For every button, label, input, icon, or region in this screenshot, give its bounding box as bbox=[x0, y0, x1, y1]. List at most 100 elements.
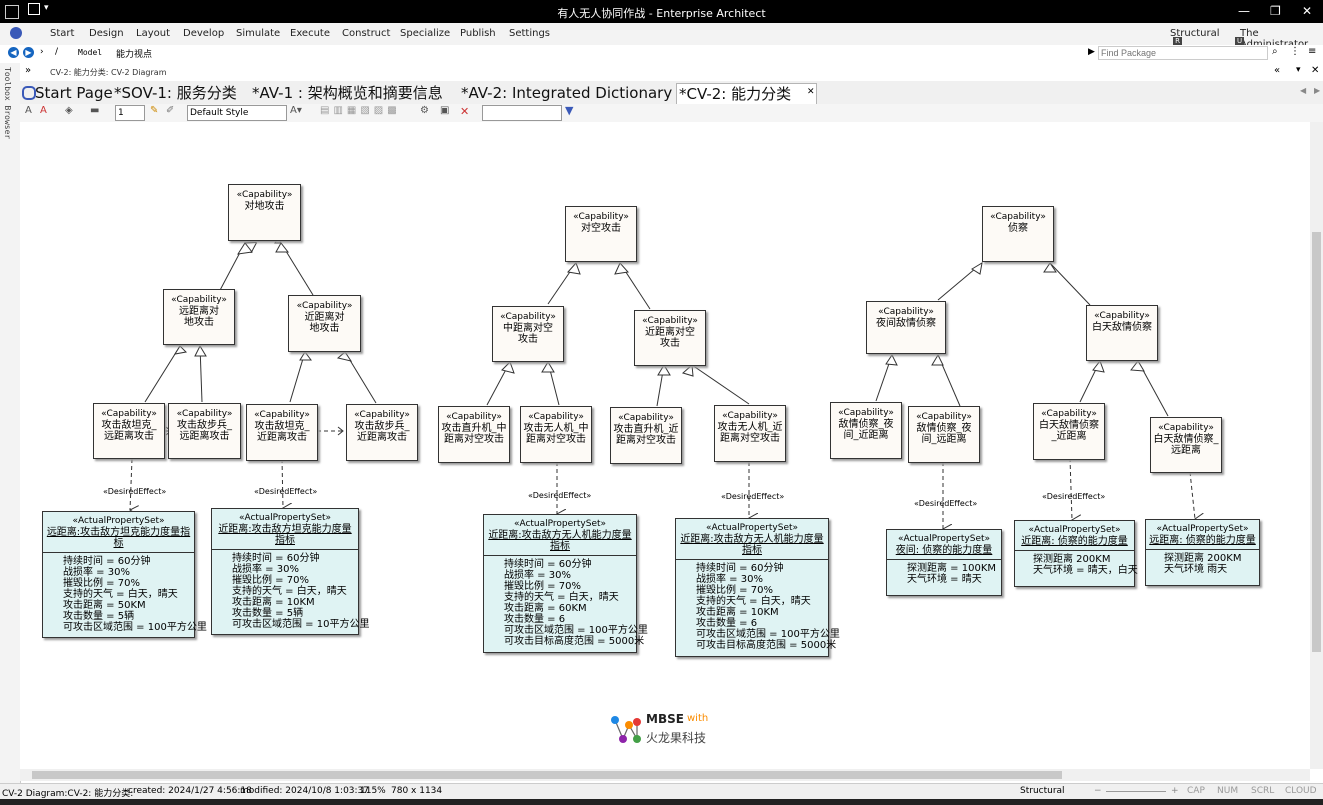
perspective-selector[interactable]: Structural bbox=[1170, 28, 1220, 39]
menu-settings[interactable]: Settings bbox=[509, 28, 551, 39]
eraser-icon[interactable]: ✐ bbox=[166, 105, 175, 116]
menu-develop[interactable]: Develop bbox=[183, 28, 225, 39]
capability-c1b1[interactable]: «Capability»攻击敌坦克_近距离攻击 bbox=[246, 404, 318, 461]
toolbox-label[interactable]: Toolbox Browser bbox=[3, 67, 12, 140]
tab-sov1[interactable]: *SOV-1: 服务分类 bbox=[114, 84, 237, 102]
capability-c2a2[interactable]: «Capability»攻击无人机_中距离对空攻击 bbox=[520, 406, 592, 463]
play-icon[interactable]: ▶ bbox=[1088, 47, 1095, 57]
property-list: 探测距离 200KM 天气环境 雨天 bbox=[1146, 550, 1259, 578]
diagram-canvas[interactable]: «Capability»对地攻击 «Capability»远距离对地攻击 «Ca… bbox=[20, 122, 1310, 769]
capability-c3b2[interactable]: «Capability»白天敌情侦察_远距离 bbox=[1150, 417, 1222, 473]
menu-publish[interactable]: Publish bbox=[460, 28, 496, 39]
capability-c1a2[interactable]: «Capability»攻击敌步兵_远距离攻击 bbox=[168, 403, 241, 459]
line-width-select[interactable]: 1 bbox=[115, 105, 145, 121]
menu-construct[interactable]: Construct bbox=[342, 28, 391, 39]
tab-cv2[interactable]: *CV-2: 能力分类 bbox=[676, 83, 818, 104]
fill-icon[interactable]: ◈ bbox=[65, 105, 73, 116]
horizontal-scrollbar[interactable] bbox=[20, 769, 1310, 781]
capability-c2a[interactable]: «Capability»中距离对空攻击 bbox=[492, 306, 564, 362]
back-icon[interactable]: ◀ bbox=[8, 47, 19, 58]
minimize-icon[interactable]: — bbox=[1238, 4, 1250, 18]
forward-icon[interactable]: ▶ bbox=[23, 47, 34, 58]
collapse-icon[interactable]: « bbox=[1274, 65, 1281, 76]
vertical-scrollbar[interactable] bbox=[1310, 122, 1323, 769]
close-icon[interactable]: ✕ bbox=[1302, 4, 1313, 18]
font-icon[interactable]: A bbox=[25, 105, 32, 116]
chevron-down-icon[interactable]: ▾ bbox=[44, 3, 49, 13]
capability-c3a2[interactable]: «Capability»敌情侦察_夜间_远距离 bbox=[908, 406, 980, 463]
capability-c2b1[interactable]: «Capability»攻击直升机_近距离对空攻击 bbox=[610, 407, 682, 464]
capability-c2b[interactable]: «Capability»近距离对空攻击 bbox=[634, 310, 706, 366]
menu-execute[interactable]: Execute bbox=[290, 28, 330, 39]
align-icons[interactable]: ▤▥▦▧▨▩ bbox=[320, 105, 401, 116]
menu-icon[interactable]: ≡ bbox=[1308, 46, 1317, 57]
search-icon[interactable]: ⌕ bbox=[1272, 46, 1278, 57]
funnel-icon[interactable]: ▼ bbox=[565, 104, 574, 117]
capability-c3b1[interactable]: «Capability»白天敌情侦察_近距离 bbox=[1033, 403, 1105, 460]
tab-av2[interactable]: *AV-2: Integrated Dictionary bbox=[461, 84, 673, 102]
tab-start-page[interactable]: Start Page bbox=[35, 84, 113, 102]
badge-u: U bbox=[1235, 37, 1244, 46]
capability-c1a[interactable]: «Capability»远距离对地攻击 bbox=[163, 289, 235, 345]
dropdown-icon[interactable]: ▾ bbox=[1296, 65, 1301, 75]
property-set-1[interactable]: «ActualPropertySet»近距离:攻击敌方坦克能力度量指标 持续时间… bbox=[211, 508, 369, 635]
property-set-4[interactable]: «ActualPropertySet»夜间: 侦察的能力度量 探测距离 = 10… bbox=[886, 529, 1002, 596]
menu-specialize[interactable]: Specialize bbox=[400, 28, 451, 39]
property-item: 攻击数量 = 6 bbox=[504, 614, 566, 625]
vertical-scroll-thumb[interactable] bbox=[1312, 232, 1321, 652]
line-color-icon[interactable]: ▬ bbox=[90, 105, 100, 116]
filter-input[interactable] bbox=[482, 105, 562, 121]
path-root[interactable]: / bbox=[55, 47, 59, 57]
path-view[interactable]: 能力视点 bbox=[116, 50, 153, 60]
zoom-slider[interactable] bbox=[1106, 791, 1166, 792]
layout-icon[interactable]: ⚙ bbox=[420, 105, 429, 116]
expand-icon[interactable]: » bbox=[25, 65, 32, 76]
path-model[interactable]: Model bbox=[78, 48, 103, 57]
capability-c1b[interactable]: «Capability»近距离对地攻击 bbox=[288, 295, 361, 352]
capability-c3[interactable]: «Capability»侦察 bbox=[982, 206, 1054, 262]
tab-scroll-left-icon[interactable]: ◀ bbox=[1300, 86, 1307, 95]
property-set-3[interactable]: «ActualPropertySet»近距离:攻击敌方无人机能力度量指标 持续时… bbox=[675, 518, 840, 657]
zoom-out-icon[interactable]: − bbox=[1094, 786, 1102, 796]
toolbox-strip[interactable]: Toolbox Browser bbox=[0, 63, 21, 785]
property-item: 持续时间 = 60分钟 bbox=[63, 556, 151, 567]
capability-c3a1[interactable]: «Capability»敌情侦察_夜间_近距离 bbox=[830, 402, 902, 459]
user-name[interactable]: The Administrator bbox=[1240, 28, 1308, 50]
capability-c3a[interactable]: «Capability»夜间敌情侦察 bbox=[866, 301, 946, 354]
image-icon[interactable]: ▣ bbox=[440, 105, 450, 116]
property-item: 天气环境 = 晴天 bbox=[907, 574, 982, 585]
close-panel-icon[interactable]: ✕ bbox=[1311, 65, 1320, 76]
menu-design[interactable]: Design bbox=[89, 28, 124, 39]
style-select[interactable]: Default Style bbox=[187, 105, 287, 121]
menu-layout[interactable]: Layout bbox=[136, 28, 170, 39]
capability-c3b[interactable]: «Capability»白天敌情侦察 bbox=[1086, 305, 1158, 361]
capability-c1b2[interactable]: «Capability»攻击敌步兵_近距离攻击 bbox=[346, 404, 418, 461]
capability-c1a1[interactable]: «Capability»攻击敌坦克_远距离攻击 bbox=[93, 403, 165, 459]
property-set-5[interactable]: «ActualPropertySet»近距离: 侦察的能力度量 探测距离 200… bbox=[1014, 520, 1138, 587]
capability-c1[interactable]: «Capability»对地攻击 bbox=[228, 184, 301, 241]
font-color-icon[interactable]: A bbox=[40, 105, 47, 116]
capability-c2[interactable]: «Capability»对空攻击 bbox=[565, 206, 637, 262]
property-set-0[interactable]: «ActualPropertySet»远距离:攻击敌方坦克能力度量指标 持续时间… bbox=[42, 511, 207, 638]
maximize-icon[interactable]: ❐ bbox=[1270, 4, 1281, 18]
horizontal-scroll-thumb[interactable] bbox=[32, 771, 1062, 779]
menu-simulate[interactable]: Simulate bbox=[236, 28, 281, 39]
format-painter-icon[interactable]: ✎ bbox=[150, 105, 159, 116]
ea-logo-icon[interactable] bbox=[10, 27, 22, 39]
tab-close-icon[interactable]: ✕ bbox=[807, 87, 815, 97]
find-package-input[interactable] bbox=[1098, 46, 1268, 60]
save-icon[interactable] bbox=[28, 3, 40, 15]
filter-icon[interactable]: ⋮ bbox=[1290, 46, 1300, 57]
property-item: 攻击数量 = 5辆 bbox=[232, 608, 304, 619]
text-style-icon[interactable]: A▾ bbox=[290, 105, 302, 116]
capability-c2a1[interactable]: «Capability»攻击直升机_中距离对空攻击 bbox=[438, 406, 510, 463]
zoom-in-icon[interactable]: + bbox=[1171, 786, 1179, 796]
tab-scroll-right-icon[interactable]: ▶ bbox=[1314, 86, 1321, 95]
capability-c2b2[interactable]: «Capability»攻击无人机_近距离对空攻击 bbox=[714, 405, 786, 462]
property-item: 探测距离 = 100KM bbox=[907, 563, 997, 574]
delete-icon[interactable]: ✕ bbox=[460, 105, 470, 118]
menu-start[interactable]: Start bbox=[50, 28, 75, 39]
property-set-6[interactable]: «ActualPropertySet»远距离: 侦察的能力度量 探测距离 200… bbox=[1145, 519, 1260, 586]
property-set-2[interactable]: «ActualPropertySet»近距离:攻击敌方无人机能力度量指标 持续时… bbox=[483, 514, 648, 653]
tab-av1[interactable]: *AV-1 : 架构概览和摘要信息 bbox=[252, 84, 443, 102]
